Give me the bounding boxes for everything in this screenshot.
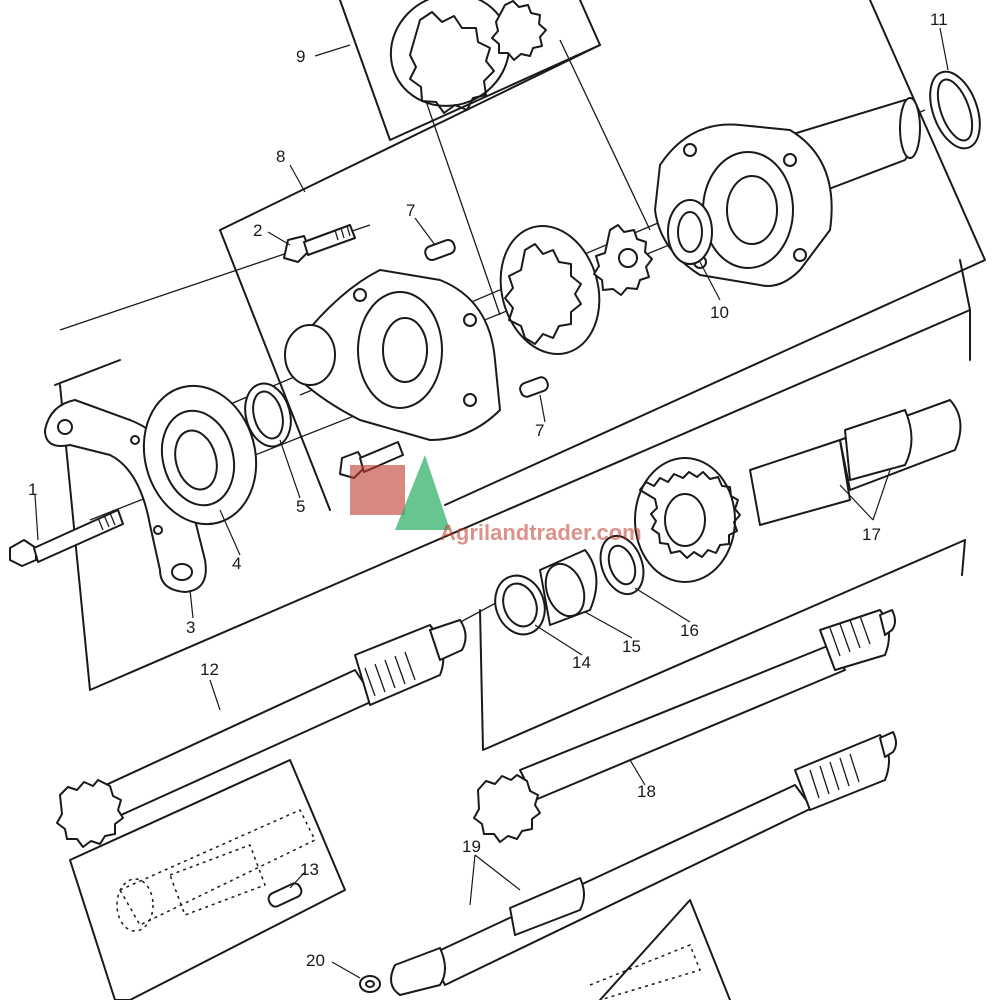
detail-box-13 — [69, 759, 346, 1001]
callout-7-upper: 7 — [406, 201, 415, 220]
callout-2: 2 — [253, 221, 262, 240]
watermark-text: Agrilandtrader.com — [440, 520, 642, 545]
callout-20: 20 — [306, 951, 325, 970]
sleeve-17 — [844, 409, 913, 481]
roll-pin-13 — [267, 882, 303, 908]
callout-12: 12 — [200, 660, 219, 679]
callout-3: 3 — [186, 618, 195, 637]
callout-18: 18 — [637, 782, 656, 801]
callout-15: 15 — [622, 637, 641, 656]
callout-8: 8 — [276, 147, 285, 166]
dowel-pin-lower — [519, 376, 549, 398]
leader-lines — [34, 27, 949, 979]
watermark-logo: Agrilandtrader.com — [350, 455, 642, 545]
gear-middle — [593, 224, 653, 296]
bolt-1 — [9, 509, 124, 567]
snap-ring-11 — [929, 70, 981, 150]
callout-17: 17 — [862, 525, 881, 544]
gear-9 — [491, 0, 547, 61]
callout-4: 4 — [232, 554, 241, 573]
callout-9: 9 — [296, 47, 305, 66]
detail-shaft-13 — [116, 809, 317, 932]
callout-labels: 1 2 3 4 5 7 7 8 9 10 11 12 13 14 15 16 1… — [28, 10, 948, 970]
detail-shaft-19-dashed — [589, 944, 702, 1001]
detail-box-19 — [599, 899, 731, 1001]
shaft-18 — [473, 609, 896, 843]
shaft-12 — [56, 619, 467, 848]
callout-14: 14 — [572, 653, 591, 672]
callout-7-lower: 7 — [535, 421, 544, 440]
callout-16: 16 — [680, 621, 699, 640]
washer-16 — [599, 534, 645, 596]
needle-bearing-15 — [539, 549, 598, 626]
callout-5: 5 — [296, 497, 305, 516]
bearing-4 — [142, 384, 258, 526]
front-housing — [284, 269, 501, 441]
callout-13: 13 — [300, 860, 319, 879]
snap-ring-5 — [244, 382, 292, 448]
callout-11: 11 — [930, 10, 948, 29]
bolt-2 — [283, 224, 356, 263]
dowel-pin-upper — [424, 238, 456, 262]
gear-shaft-17 — [634, 399, 962, 583]
lower-right-frame — [479, 539, 966, 751]
shaft-19 — [390, 731, 897, 996]
snap-ring-14 — [494, 574, 546, 636]
upper-assembly-frame — [219, 0, 986, 511]
callout-1: 1 — [28, 480, 37, 499]
nut-20 — [359, 975, 381, 993]
rotor-ring-middle — [499, 224, 601, 356]
bearing-10 — [667, 199, 713, 265]
callout-19: 19 — [462, 837, 481, 856]
callout-10: 10 — [710, 303, 729, 322]
